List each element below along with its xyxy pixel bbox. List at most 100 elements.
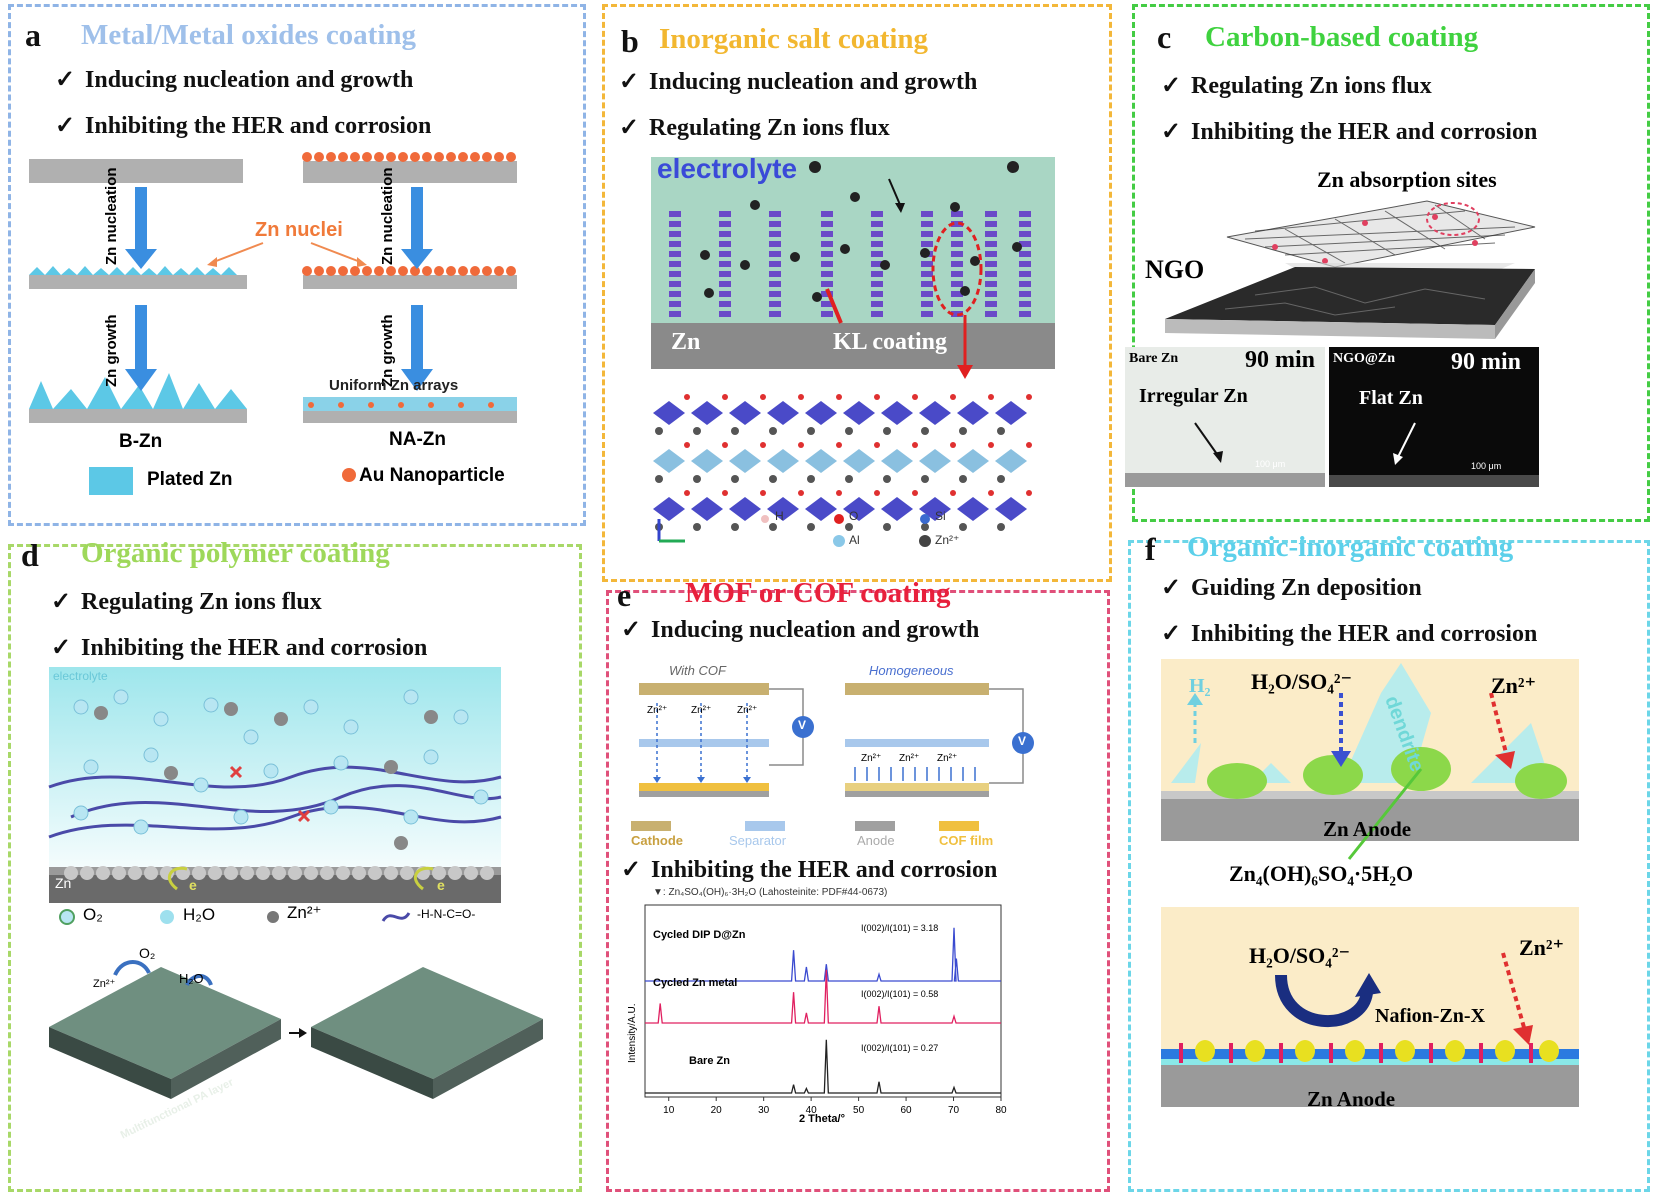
check-item: ✓Guiding Zn deposition (1161, 575, 1422, 601)
zn-ion-label: Zn²⁺ (737, 705, 758, 716)
panel-title: Organic polymer coating (81, 537, 390, 569)
legend-o: O (849, 509, 859, 523)
zn-ion-label: Zn²⁺ (691, 705, 712, 716)
check-icon: ✓ (621, 857, 642, 883)
check-item: ✓Regulating Zn ions flux (619, 115, 890, 141)
xrd-tick-label: 80 (995, 1105, 1007, 1116)
panel-e-mof-cof: e MOF or COF coating ✓Inducing nucleatio… (606, 577, 1110, 1192)
time-label: 90 min (1451, 349, 1522, 375)
panel-a-metal-oxides: a Metal/Metal oxides coating ✓Inducing n… (8, 4, 586, 526)
legend-zn-ion: Zn²⁺ (287, 903, 322, 922)
check-item: ✓Inhibiting the HER and corrosion (55, 113, 432, 139)
xrd-xlabel: 2 Theta/° (799, 1113, 845, 1125)
zn-ion-label: Zn²⁺ (647, 705, 668, 716)
xrd-tick-label: 50 (853, 1105, 865, 1116)
zn-ion-label: Zn²⁺ (1519, 935, 1565, 960)
check-icon: ✓ (619, 115, 640, 141)
xrd-tick-label: 70 (948, 1105, 960, 1116)
legend-h: H (775, 509, 784, 523)
voltmeter-label: V (798, 718, 807, 732)
check-icon: ✓ (621, 617, 642, 643)
check-icon: ✓ (55, 113, 76, 139)
check-item: ✓Inhibiting the HER and corrosion (1161, 621, 1538, 647)
panel-f-organic-inorganic: f Organic-inorganic coating ✓Guiding Zn … (1128, 531, 1650, 1192)
legend-si: Si (935, 509, 946, 523)
h2o-so4-label: H₂O/SO₄²⁻ (1251, 669, 1353, 694)
scale-bar: 100 μm (1255, 459, 1286, 469)
panel-b-inorganic-salt: b Inorganic salt coating ✓Inducing nucle… (602, 4, 1112, 582)
series-label: Cycled DIP D@Zn (653, 929, 746, 941)
electrolyte-label: electrolyte (53, 669, 108, 683)
ratio-label: I(002)/I(101) = 3.18 (861, 923, 939, 933)
legend-plated-zn: Plated Zn (147, 469, 233, 490)
xrd-tick-label: 10 (663, 1105, 675, 1116)
check-item: ✓Inhibiting the HER and corrosion (1161, 119, 1538, 145)
legend-al: Al (849, 533, 860, 547)
legend-anode: Anode (857, 833, 895, 848)
panel-letter: d (21, 537, 39, 573)
zn-label: Zn (55, 875, 72, 891)
check-icon: ✓ (55, 67, 76, 93)
zn-nuclei-label: Zn nuclei (255, 219, 343, 241)
check-icon: ✓ (1161, 575, 1182, 601)
zn-ion-label: Zn²⁺ (899, 753, 920, 764)
electron-label: e (437, 877, 445, 893)
zn-ion-label: Zn²⁺ (861, 753, 882, 764)
scale-bar: 100 μm (1471, 461, 1502, 471)
panel-title: MOF or COF coating (685, 577, 951, 609)
nafion-label: Nafion-Zn-X (1375, 1005, 1486, 1027)
legend-cathode: Cathode (631, 833, 683, 848)
legend-polymer: -H-N-C=O- (417, 907, 476, 921)
xrd-tick-label: 20 (711, 1105, 723, 1116)
panel-c-carbon-based: c Carbon-based coating ✓Regulating Zn io… (1125, 4, 1650, 522)
panel-letter: f (1145, 531, 1156, 567)
zn-nucleation-label: Zn nucleation (379, 167, 396, 266)
xrd-series-line (645, 969, 1001, 1024)
nafion-schematic (1161, 659, 1579, 1107)
xrd-tick-label: 60 (901, 1105, 913, 1116)
time-label: 90 min (1245, 347, 1316, 373)
zn-ion-label: Zn²⁺ (1491, 673, 1537, 698)
uniform-arrays-label: Uniform Zn arrays (329, 377, 459, 394)
panel-title: Metal/Metal oxides coating (81, 19, 417, 51)
panel-title: Inorganic salt coating (659, 23, 929, 55)
zn-ion-label: Zn²⁺ (93, 978, 116, 990)
legend-zn-ion: Zn²⁺ (935, 533, 960, 547)
check-item: ✓Inducing nucleation and growth (55, 67, 414, 93)
electron-label: e (189, 877, 197, 893)
zn-nucleation-label: Zn nucleation (103, 167, 120, 266)
legend-separator: Separator (729, 833, 787, 848)
check-icon: ✓ (51, 635, 72, 661)
h2-label: H₂ (1189, 675, 1211, 697)
xrd-note: ▼: Zn₄SO₄(OH)₆·3H₂O (Lahosteinite: PDF#4… (653, 887, 888, 898)
panel-title: Carbon-based coating (1205, 21, 1479, 53)
flat-zn-label: Flat Zn (1359, 387, 1423, 409)
kl-coating-schematic (649, 157, 1055, 547)
o2-label: O₂ (139, 945, 156, 961)
b-zn-label: B-Zn (119, 431, 163, 452)
absorption-sites-label: Zn absorption sites (1317, 167, 1497, 192)
check-item: ✓Inhibiting the HER and corrosion (621, 857, 998, 883)
panel-letter: e (617, 577, 632, 613)
ngo-schematic (1125, 200, 1539, 487)
check-item: ✓Inducing nucleation and growth (619, 69, 978, 95)
homogeneous-label: Homogeneous (869, 663, 954, 678)
check-item: ✓Regulating Zn ions flux (1161, 73, 1432, 99)
legend-au-nanoparticle: Au Nanoparticle (359, 465, 505, 486)
h2o-label: H₂O (179, 971, 204, 986)
panel-d-organic-polymer: d Organic polymer coating ✓Regulating Zn… (8, 537, 582, 1192)
check-item: ✓Regulating Zn ions flux (51, 589, 322, 615)
panel-letter: c (1157, 19, 1172, 55)
ngo-label: NGO (1145, 255, 1205, 284)
xrd-tick-label: 30 (758, 1105, 770, 1116)
ratio-label: I(002)/I(101) = 0.58 (861, 989, 939, 999)
check-icon: ✓ (1161, 73, 1182, 99)
electrolyte-label: electrolyte (657, 153, 798, 184)
ngo-zn-label: NGO@Zn (1333, 351, 1396, 366)
check-item: ✓Inhibiting the HER and corrosion (51, 635, 428, 661)
panel-letter: a (25, 17, 41, 53)
irregular-zn-label: Irregular Zn (1139, 385, 1248, 407)
bare-zn-label: Bare Zn (1129, 351, 1179, 366)
check-icon: ✓ (51, 589, 72, 615)
